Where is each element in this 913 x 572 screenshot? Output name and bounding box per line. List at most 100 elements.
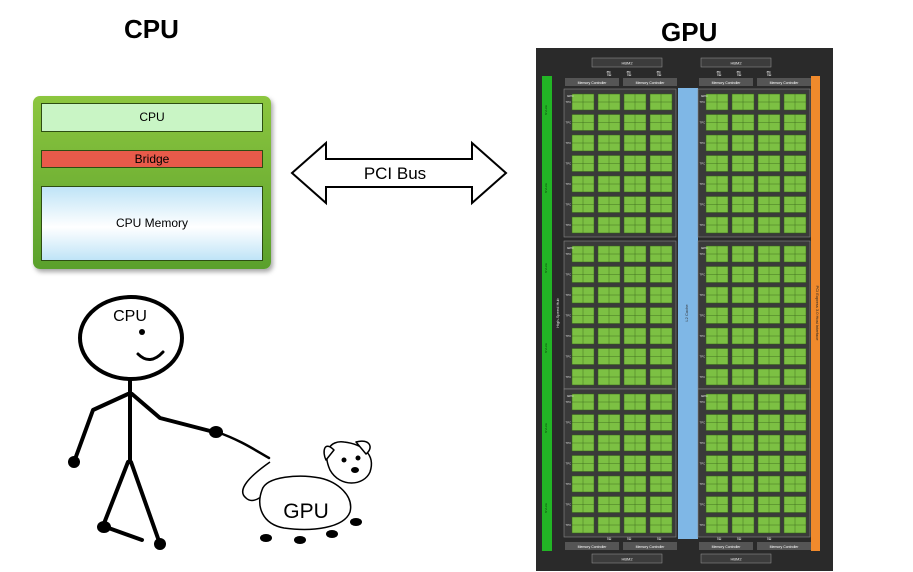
tpc-label: TPC (566, 293, 572, 297)
gpc-label: GPC (701, 394, 708, 398)
memory-controller-label: Memory Controller (636, 81, 666, 85)
arrow-icon: ⇅ (626, 71, 632, 78)
tpc-label: TPC (700, 334, 706, 338)
memory-controller (699, 542, 753, 550)
tpc-label: TPC (566, 100, 572, 104)
arrow-icon: ⇅ (736, 71, 742, 78)
bridge-layer: Bridge (41, 150, 263, 168)
nvlink-label: NVLink (544, 183, 548, 193)
nvlink-label: NVLink (544, 105, 548, 115)
gpu-heading: GPU (661, 17, 718, 47)
tpc-label: TPC (566, 355, 572, 359)
tpc-label: TPC (566, 334, 572, 338)
arrow-icon: ⇅ (606, 535, 612, 542)
tpc-label: TPC (566, 273, 572, 277)
stick-figure-smile (136, 350, 165, 361)
arrow-icon: ⇅ (626, 535, 632, 542)
stick-figure-right-leg (129, 460, 162, 546)
hbm2-stack (700, 57, 772, 68)
dog-label: GPU (283, 500, 329, 523)
tpc-label: TPC (700, 141, 706, 145)
dog-ear-left (323, 445, 335, 461)
arrow-icon: ⇅ (736, 535, 742, 542)
tpc-label: TPC (700, 252, 706, 256)
hbm2-label: HBM2 (621, 557, 633, 562)
double-arrow-shape (290, 140, 508, 206)
arrow-icon: ⇅ (766, 535, 772, 542)
memory-controller-label: Memory Controller (712, 81, 742, 85)
pci-bus-arrow: PCI Bus (290, 140, 508, 206)
dog-leash (215, 430, 271, 460)
tpc-label: TPC (700, 355, 706, 359)
tpc-label: TPC (700, 503, 706, 507)
arrow-icon: ⇅ (656, 535, 662, 542)
memory-controller (623, 542, 677, 550)
hbm2-stack (591, 57, 663, 68)
pci-bus-label: PCI Bus (364, 164, 426, 183)
stick-figure-label: CPU (113, 308, 147, 325)
tpc-label: TPC (700, 400, 706, 404)
hbm2-label: HBM2 (730, 61, 742, 66)
tpc-label: TPC (566, 141, 572, 145)
hbm2-stack (700, 553, 772, 564)
tpc-label: TPC (700, 162, 706, 166)
tpc-label: TPC (566, 523, 572, 527)
tpc-label: TPC (700, 523, 706, 527)
hbm2-stack (591, 553, 663, 564)
nvlink-label: NVLink (544, 343, 548, 353)
memory-controller-label: Memory Controller (770, 81, 800, 85)
gpc-label: GPC (567, 394, 574, 398)
stick-figure-right-arm (130, 392, 216, 434)
hbm2-label: HBM2 (621, 61, 633, 66)
high-speed-hub-label: High-Speed Hub (555, 297, 560, 327)
gpc-label: GPC (701, 246, 708, 250)
tpc-label: TPC (566, 121, 572, 125)
tpc-label: TPC (566, 203, 572, 207)
tpc-label: TPC (700, 482, 706, 486)
tpc-label: TPC (700, 314, 706, 318)
arrow-icon: ⇅ (716, 535, 722, 542)
hbm2-label: HBM2 (730, 557, 742, 562)
tpc-label: TPC (566, 314, 572, 318)
memory-controller (757, 542, 811, 550)
memory-controller (757, 78, 811, 86)
tpc-label: TPC (566, 421, 572, 425)
gpc-label: GPC (567, 246, 574, 250)
gpc-label: GPC (701, 94, 708, 98)
left-hand (68, 456, 80, 468)
arrow-icon: ⇅ (606, 71, 612, 78)
dog-face (341, 455, 361, 473)
tpc-label: TPC (700, 203, 706, 207)
gpc-label: GPC (567, 94, 574, 98)
dog-paw (326, 530, 338, 538)
tpc-label: TPC (700, 100, 706, 104)
stick-figure-eye (139, 329, 145, 335)
tpc-label: TPC (700, 273, 706, 277)
memory-controller-label: Memory Controller (578, 81, 608, 85)
tpc-label: TPC (566, 482, 572, 486)
tpc-label: TPC (566, 375, 572, 379)
tpc-label: TPC (700, 462, 706, 466)
dog-ear-right (355, 440, 371, 455)
nvlink-label: NVLink (544, 263, 548, 273)
tpc-label: TPC (700, 293, 706, 297)
l2-cache-strip (678, 88, 698, 539)
left-foot (97, 521, 111, 533)
memory-controller-label: Memory Controller (712, 545, 742, 549)
pcie-interface-strip (811, 76, 820, 551)
right-hand (209, 426, 223, 438)
tpc-label: TPC (700, 441, 706, 445)
memory-controller (565, 542, 619, 550)
tpc-label: TPC (566, 441, 572, 445)
memory-controller (699, 78, 753, 86)
stick-figure-left-arm (72, 392, 130, 464)
arrow-icon: ⇅ (656, 71, 662, 78)
dog-paw (350, 518, 362, 526)
dog-paw (294, 536, 306, 544)
tpc-label: TPC (700, 182, 706, 186)
memory-controller-label: Memory Controller (770, 545, 800, 549)
cpu-walking-gpu-cartoon: CPU GPU (68, 295, 373, 550)
tpc-label: TPC (566, 162, 572, 166)
tpc-label: TPC (700, 121, 706, 125)
dog-paw (260, 534, 272, 542)
